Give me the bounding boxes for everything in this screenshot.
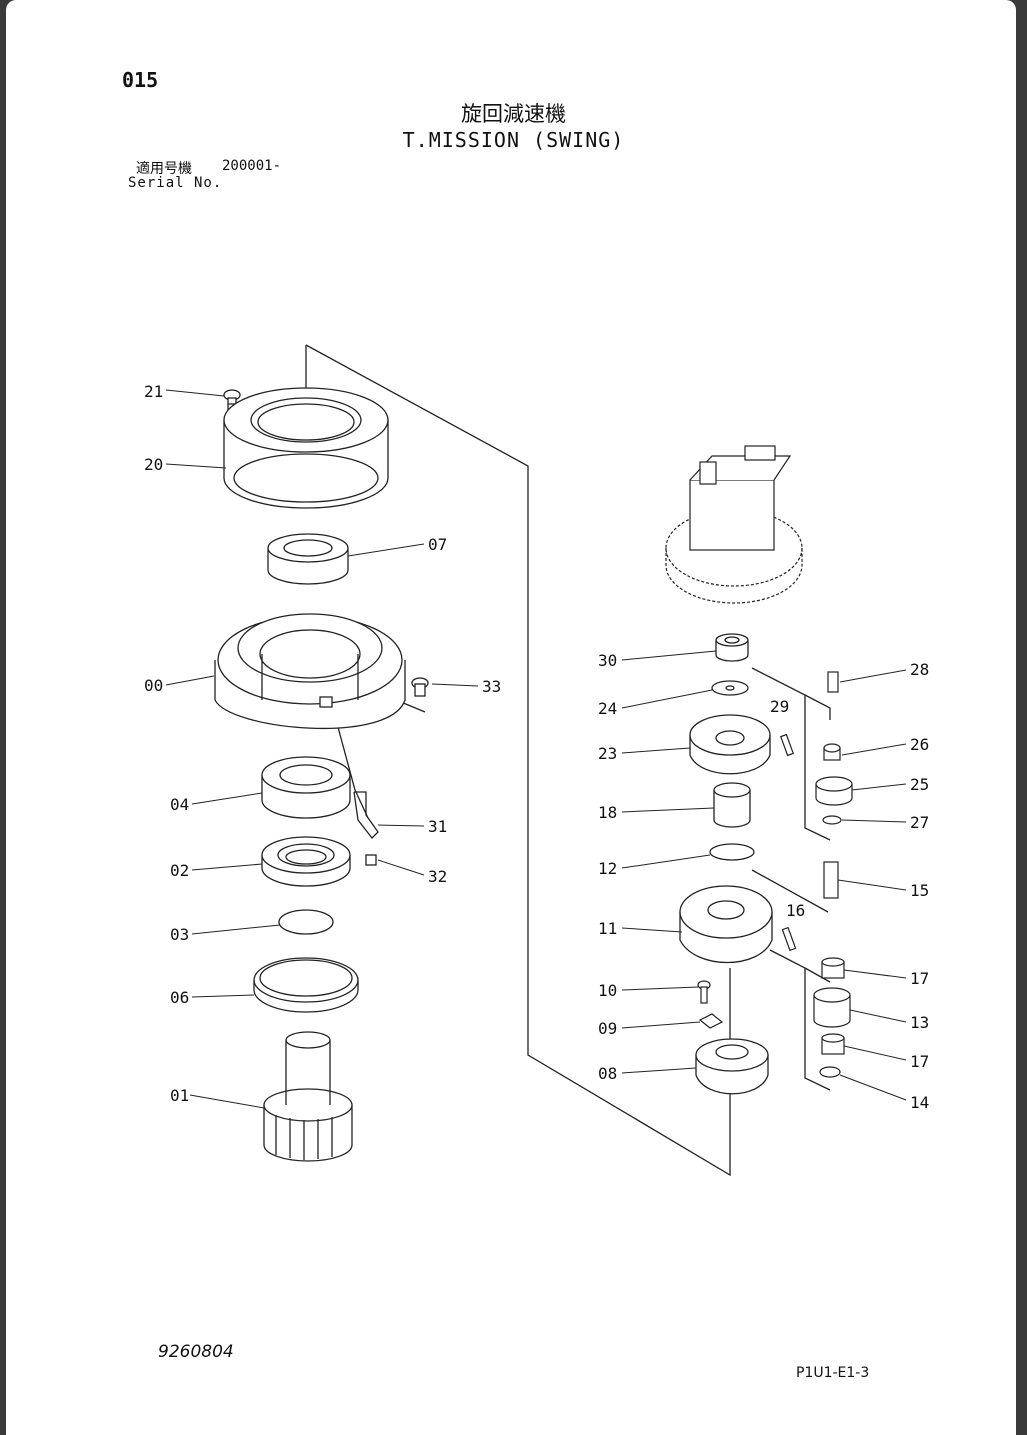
callout-00: 00 <box>144 676 163 695</box>
bearing-17-upper <box>821 957 845 979</box>
callout-27: 27 <box>910 813 929 832</box>
callout-23: 23 <box>598 744 617 763</box>
washer-12 <box>709 843 755 861</box>
callout-24: 24 <box>598 699 617 718</box>
swing-motor-body <box>689 445 792 551</box>
pipe-31 <box>353 791 379 839</box>
callout-30: 30 <box>598 651 617 670</box>
page-number: 015 <box>122 68 159 92</box>
callout-11: 11 <box>598 919 617 938</box>
washer-24 <box>711 680 749 696</box>
washer-14 <box>819 1066 841 1078</box>
bearing-04 <box>261 756 351 819</box>
title-english: T.MISSION (SWING) <box>402 128 625 152</box>
callout-14: 14 <box>910 1093 929 1112</box>
callout-33: 33 <box>482 677 501 696</box>
callout-leaders <box>165 389 907 1109</box>
leader-line-31 <box>331 704 369 819</box>
callout-17-lower: 17 <box>910 1052 929 1071</box>
shaft-15 <box>823 861 839 899</box>
carrier-23 <box>689 714 771 775</box>
planet-gear-13 <box>813 987 851 1028</box>
serial-value: 200001- <box>222 158 282 174</box>
drawing-sheet <box>6 0 1016 1435</box>
swing-motor-assembly <box>665 509 803 604</box>
frame-line-lower-right <box>751 869 829 913</box>
callout-02: 02 <box>170 861 189 880</box>
callout-06: 06 <box>170 988 189 1007</box>
callout-25: 25 <box>910 775 929 794</box>
callout-01: 01 <box>170 1086 189 1105</box>
callout-07: 07 <box>428 535 447 554</box>
serial-label-japanese: 適用号機 <box>136 161 192 177</box>
callout-21: 21 <box>144 382 163 401</box>
callout-04: 04 <box>170 795 189 814</box>
title-japanese: 旋回減速機 <box>461 102 566 126</box>
callout-15: 15 <box>910 881 929 900</box>
ring-gear-08 <box>695 1038 769 1095</box>
callout-28: 28 <box>910 660 929 679</box>
bearing-07 <box>267 533 349 585</box>
seal-02 <box>261 836 351 887</box>
page-code: P1U1-E1-3 <box>796 1365 870 1381</box>
part-30 <box>715 633 749 662</box>
bolt-10 <box>697 980 711 1004</box>
callout-26: 26 <box>910 735 929 754</box>
sun-gear-18 <box>713 782 751 828</box>
callout-20: 20 <box>144 455 163 474</box>
housing-00 <box>214 613 406 730</box>
callout-12: 12 <box>598 859 617 878</box>
housing-20 <box>223 387 389 509</box>
pin-29 <box>779 733 795 757</box>
washer-27 <box>822 815 842 825</box>
bearing-17-lower <box>821 1033 845 1055</box>
pin-28 <box>827 671 839 693</box>
callout-32: 32 <box>428 867 447 886</box>
callout-08: 08 <box>598 1064 617 1083</box>
callout-13: 13 <box>910 1013 929 1032</box>
gear-25 <box>815 776 853 806</box>
callout-29: 29 <box>770 697 789 716</box>
serial-label-english: Serial No. <box>128 175 223 191</box>
pinion-shaft-01 <box>263 1031 353 1162</box>
callout-31: 31 <box>428 817 447 836</box>
frame-line-upper-right <box>751 667 831 841</box>
callout-09: 09 <box>598 1019 617 1038</box>
callout-17-upper: 17 <box>910 969 929 988</box>
carrier-11 <box>679 885 773 964</box>
bearing-26 <box>823 743 841 761</box>
callout-03: 03 <box>170 925 189 944</box>
document-number: 9260804 <box>158 1342 234 1362</box>
pin-16 <box>781 926 797 952</box>
callout-10: 10 <box>598 981 617 1000</box>
callout-18: 18 <box>598 803 617 822</box>
frame-line-main <box>305 344 731 1177</box>
plug-33 <box>411 677 429 697</box>
ring-06 <box>253 957 359 1013</box>
callout-16: 16 <box>786 901 805 920</box>
plate-09 <box>698 1013 724 1029</box>
shim-03 <box>278 909 334 935</box>
fitting-32 <box>365 854 377 866</box>
